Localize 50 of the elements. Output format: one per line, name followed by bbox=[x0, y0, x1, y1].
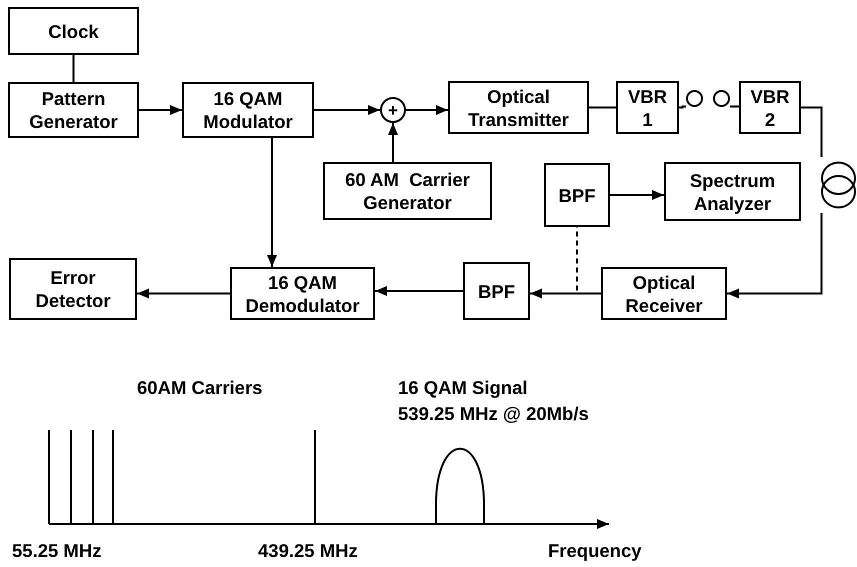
connector-line bbox=[589, 106, 616, 108]
axis-label: 55.25 MHz bbox=[12, 540, 102, 562]
block-box bbox=[448, 81, 589, 134]
arrow bbox=[314, 105, 380, 115]
block-label: Optical Receiver bbox=[624, 270, 704, 316]
block-label: VBR 1 bbox=[626, 84, 668, 130]
adder-circle bbox=[380, 97, 406, 123]
arrow bbox=[139, 105, 182, 115]
connector-line bbox=[679, 106, 686, 108]
block-box bbox=[8, 82, 139, 138]
connector-line bbox=[801, 106, 822, 157]
block-label: 16 QAM Modulator bbox=[202, 87, 294, 133]
block-label: BPF bbox=[477, 280, 516, 302]
block-box bbox=[739, 81, 801, 134]
spectrum-label: 60AM Carriers bbox=[137, 377, 262, 399]
block-box bbox=[9, 258, 137, 320]
block-label: VBR 2 bbox=[749, 84, 791, 130]
arrow bbox=[375, 286, 463, 296]
block-box bbox=[601, 267, 727, 320]
connector-line bbox=[730, 106, 739, 108]
block-box bbox=[616, 81, 679, 134]
block-box bbox=[182, 82, 314, 138]
block-box bbox=[230, 267, 375, 320]
arrow bbox=[610, 190, 664, 200]
block-box bbox=[664, 162, 801, 221]
block-box bbox=[8, 7, 139, 55]
block-label: Spectrum Analyzer bbox=[688, 168, 776, 214]
spectrum-label: 539.25 MHz @ 20Mb/s bbox=[398, 403, 589, 425]
block-label: Pattern Generator bbox=[28, 87, 119, 133]
block-box bbox=[544, 163, 610, 227]
axis-title: Frequency bbox=[548, 540, 642, 562]
arrow bbox=[137, 288, 230, 298]
block-box bbox=[323, 162, 492, 220]
block-label: Optical Transmitter bbox=[467, 84, 570, 130]
block-box bbox=[463, 262, 530, 320]
arrow bbox=[406, 105, 448, 115]
arrow bbox=[530, 288, 601, 298]
arrow bbox=[388, 123, 398, 162]
block-label: Clock bbox=[48, 20, 99, 42]
block-label: BPF bbox=[558, 184, 596, 206]
fiber-coil-icon bbox=[686, 90, 730, 107]
block-label: 60 AM Carrier Generator bbox=[344, 168, 471, 214]
arrow bbox=[267, 138, 277, 267]
block-label: 16 QAM Demodulator bbox=[244, 270, 361, 316]
arrow bbox=[727, 213, 822, 298]
spectrum-label: 16 QAM Signal bbox=[398, 377, 528, 399]
connector-line bbox=[72, 55, 74, 82]
plus-sign: + bbox=[387, 100, 399, 122]
axis-label: 439.25 MHz bbox=[258, 540, 358, 562]
block-label: Error Detector bbox=[34, 266, 112, 312]
